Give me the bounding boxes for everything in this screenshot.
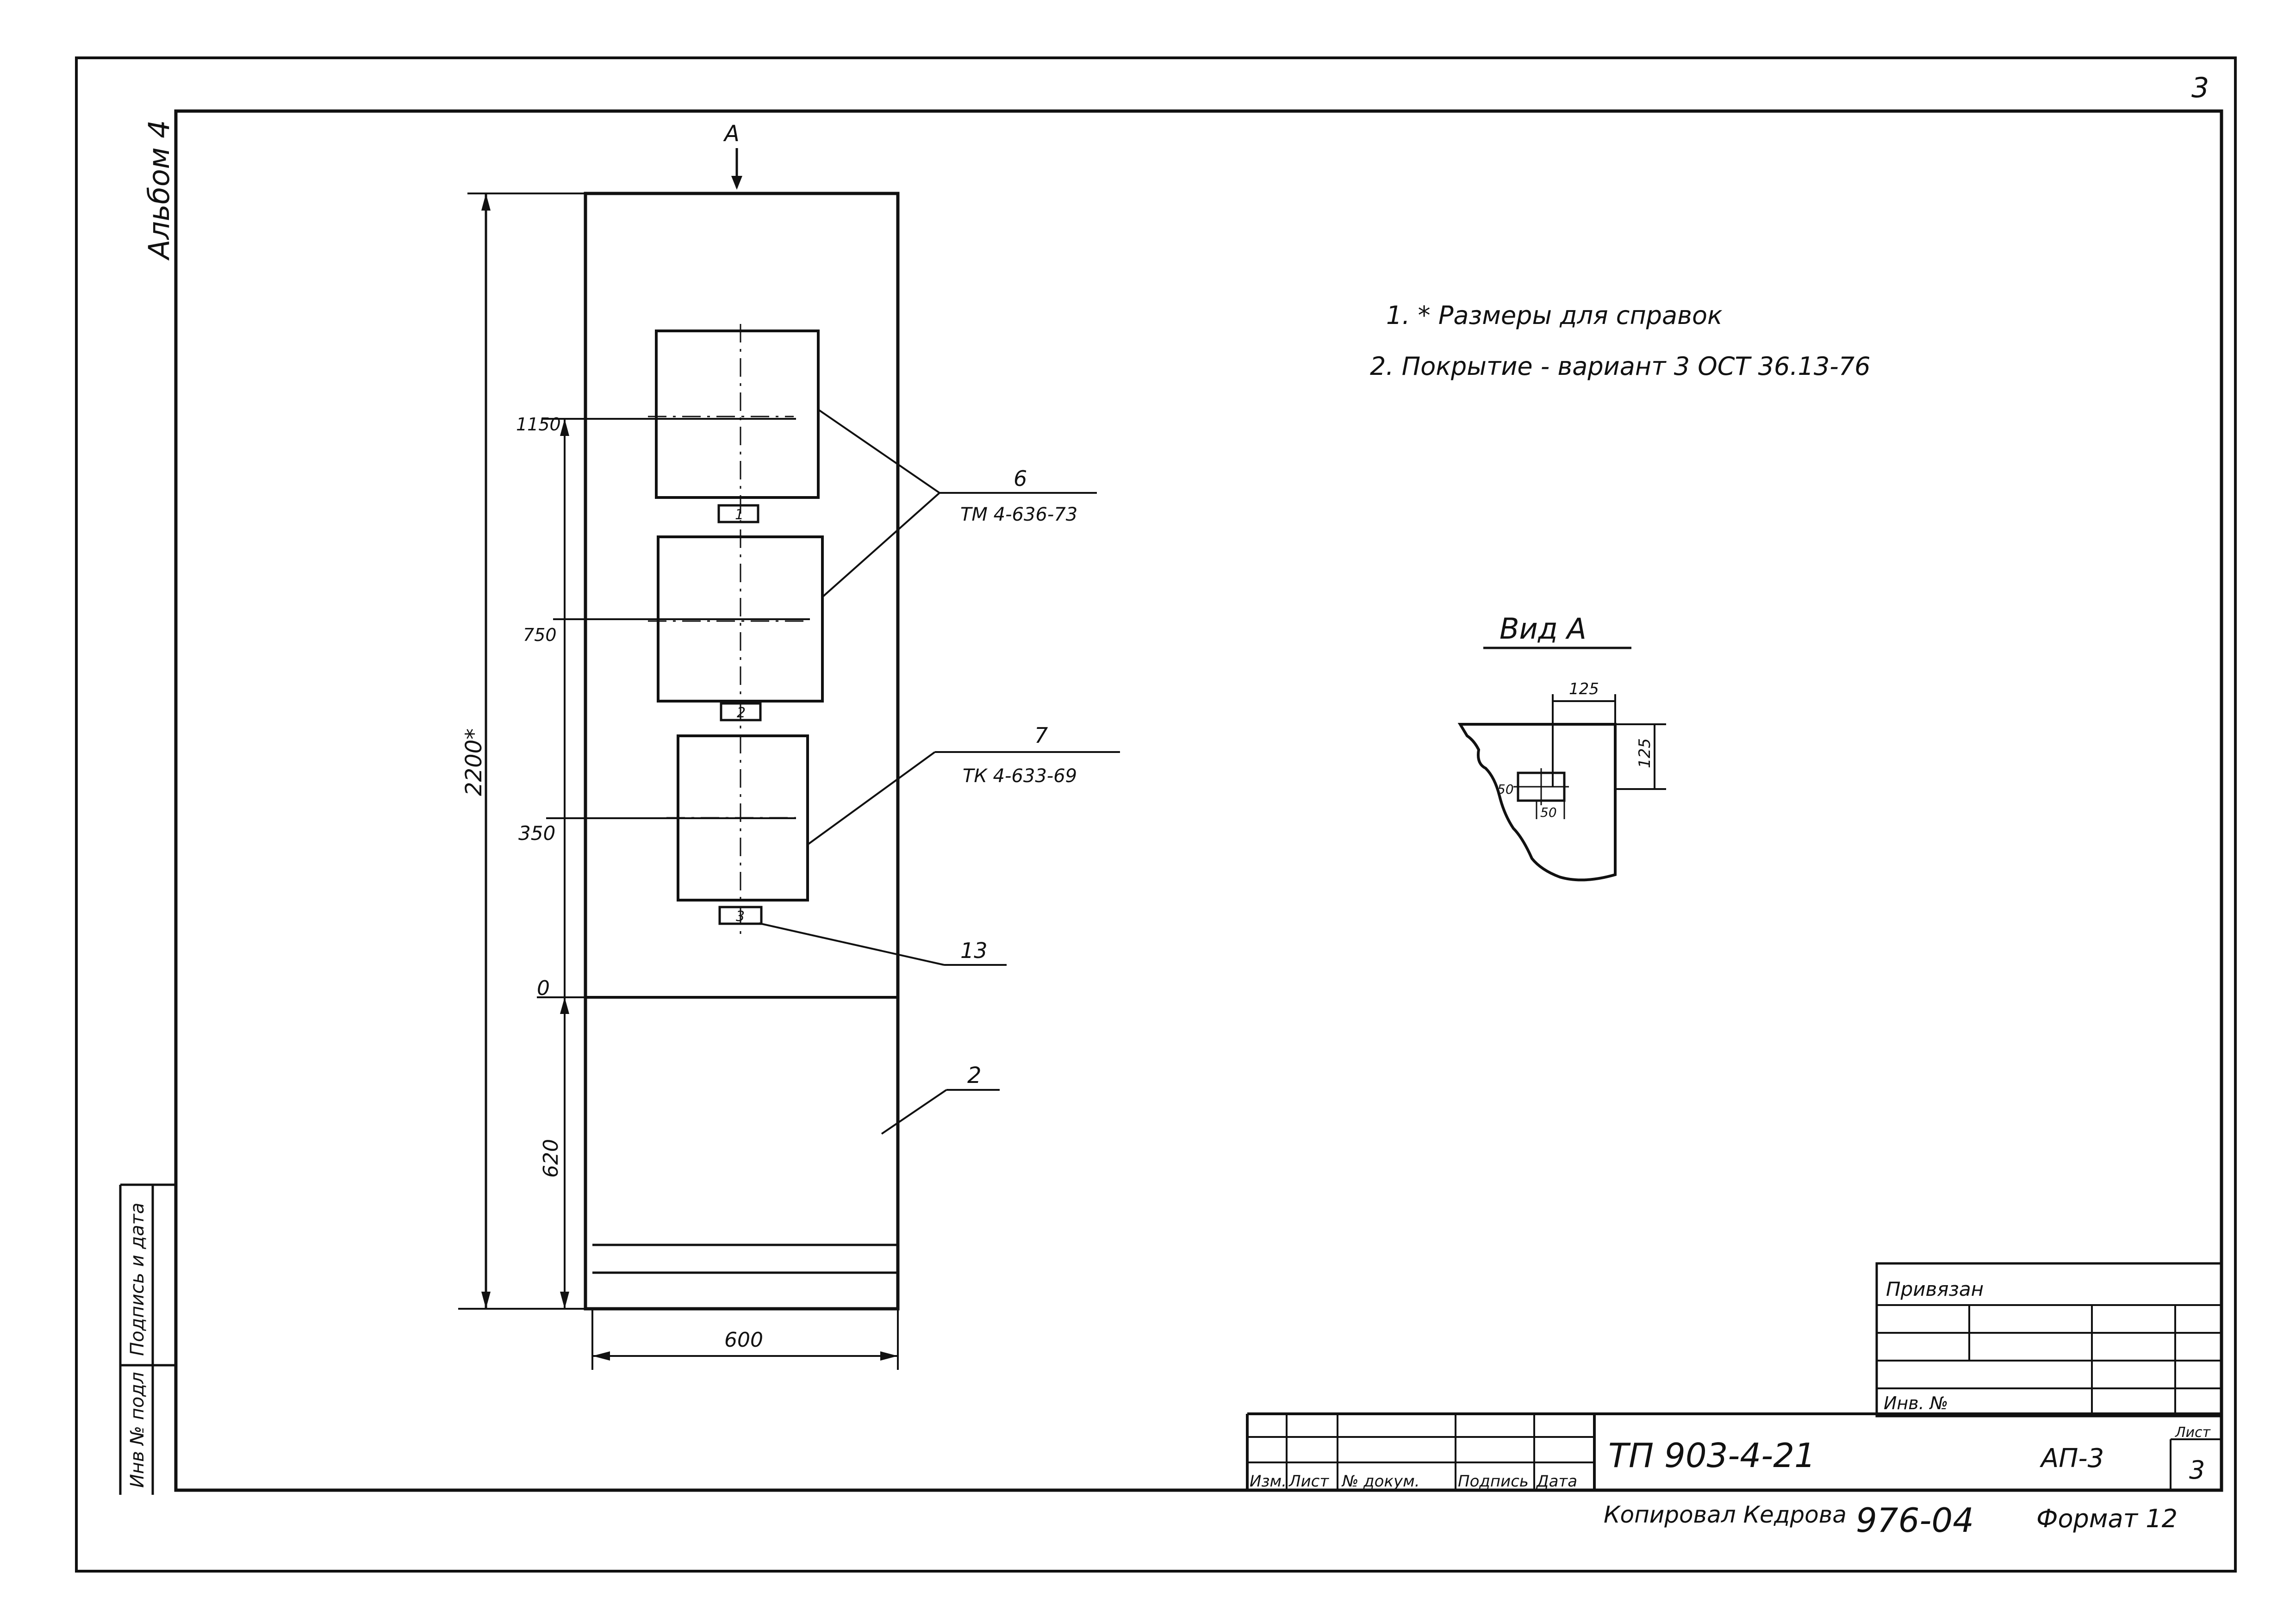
- sheet-code: АП-3: [2040, 1443, 2104, 1474]
- dim-level-750: 750: [523, 625, 557, 645]
- label-plate-1: [717, 504, 759, 523]
- view-a-break-outline: [1457, 723, 1617, 882]
- view-arrow-label: А: [723, 121, 740, 147]
- cabinet-elevation: А 1 2 3 2200* 1150: [458, 121, 1120, 1370]
- col-date: Дата: [1536, 1472, 1577, 1491]
- label-plate-2: [720, 702, 762, 721]
- dim-width: 600: [724, 1328, 763, 1352]
- footer: Копировал Кедрова 976-04 Формат 12: [1604, 1501, 2178, 1540]
- col-signature: Подпись: [1458, 1472, 1529, 1491]
- note-1: 1. * Размеры для справок: [1386, 301, 1723, 330]
- format-label: Формат 12: [2036, 1504, 2178, 1533]
- dim-base-height: 620: [539, 1139, 563, 1178]
- view-a-dim-vertical: 125: [1636, 738, 1654, 768]
- callout-2-number: 2: [967, 1063, 982, 1088]
- view-a-dim-hole-width: 50: [1540, 805, 1557, 820]
- view-a-dim-hole-height: 50: [1497, 782, 1514, 797]
- inv-no-label: Инв. №: [1884, 1393, 1948, 1413]
- left-strip: Альбом 4 Подпись и дата Инв № подл: [119, 120, 176, 1495]
- label-plate-2-text: 2: [737, 705, 746, 721]
- view-a-detail: Вид А 125 125 50 50: [1457, 612, 1666, 882]
- privyazan-label: Привязан: [1886, 1278, 1984, 1300]
- note-2: 2. Покрытие - вариант 3 ОСТ 36.13-76: [1370, 352, 1870, 381]
- outer-frame: [75, 56, 2237, 1573]
- document-code: ТП 903-4-21: [1608, 1436, 1816, 1475]
- inv-original-label: Инв № подл: [127, 1372, 148, 1488]
- callout-7-spec: ТК 4-633-69: [963, 765, 1077, 787]
- view-a-dim-horizontal: 125: [1569, 680, 1599, 698]
- view-arrow-head: [731, 176, 742, 190]
- col-list: Лист: [1288, 1472, 1329, 1491]
- archive-number: 976-04: [1856, 1501, 1974, 1540]
- label-plate-3: [718, 906, 763, 925]
- dim-level-0: 0: [537, 976, 550, 1000]
- general-notes: 1. * Размеры для справок 2. Покрытие - в…: [1370, 301, 1870, 381]
- signature-date-label: Подпись и дата: [127, 1203, 148, 1356]
- dim-level-1150: 1150: [516, 414, 561, 435]
- sheet-number: 3: [2189, 1455, 2205, 1485]
- dim-level-350: 350: [518, 822, 555, 845]
- label-plate-3-text: 3: [736, 908, 745, 925]
- corner-mark: 3: [2191, 72, 2209, 104]
- label-plate-1-text: 1: [735, 507, 744, 523]
- inner-frame: [174, 109, 2223, 1492]
- sheet-label: Лист: [2175, 1424, 2211, 1441]
- title-block-main: Изм. Лист № докум. Подпись Дата ТП 903-4…: [1246, 1412, 2221, 1491]
- cabinet-outline: [584, 192, 900, 1311]
- col-izm: Изм.: [1250, 1472, 1287, 1491]
- title-block-upper: Привязан Инв. №: [1875, 1262, 2223, 1418]
- view-a-title: Вид А: [1500, 612, 1587, 646]
- callout-13-number: 13: [960, 938, 988, 963]
- callout-7-number: 7: [1034, 723, 1048, 748]
- callout-6-number: 6: [1014, 466, 1027, 491]
- instrument-1: [655, 330, 820, 499]
- col-doc-no: № докум.: [1341, 1472, 1420, 1491]
- callout-6-spec: ТМ 4-636-73: [960, 504, 1077, 525]
- copied-by: Копировал Кедрова: [1604, 1501, 1847, 1528]
- dim-overall-height: 2200*: [461, 728, 487, 796]
- album-label: Альбом 4: [142, 120, 176, 261]
